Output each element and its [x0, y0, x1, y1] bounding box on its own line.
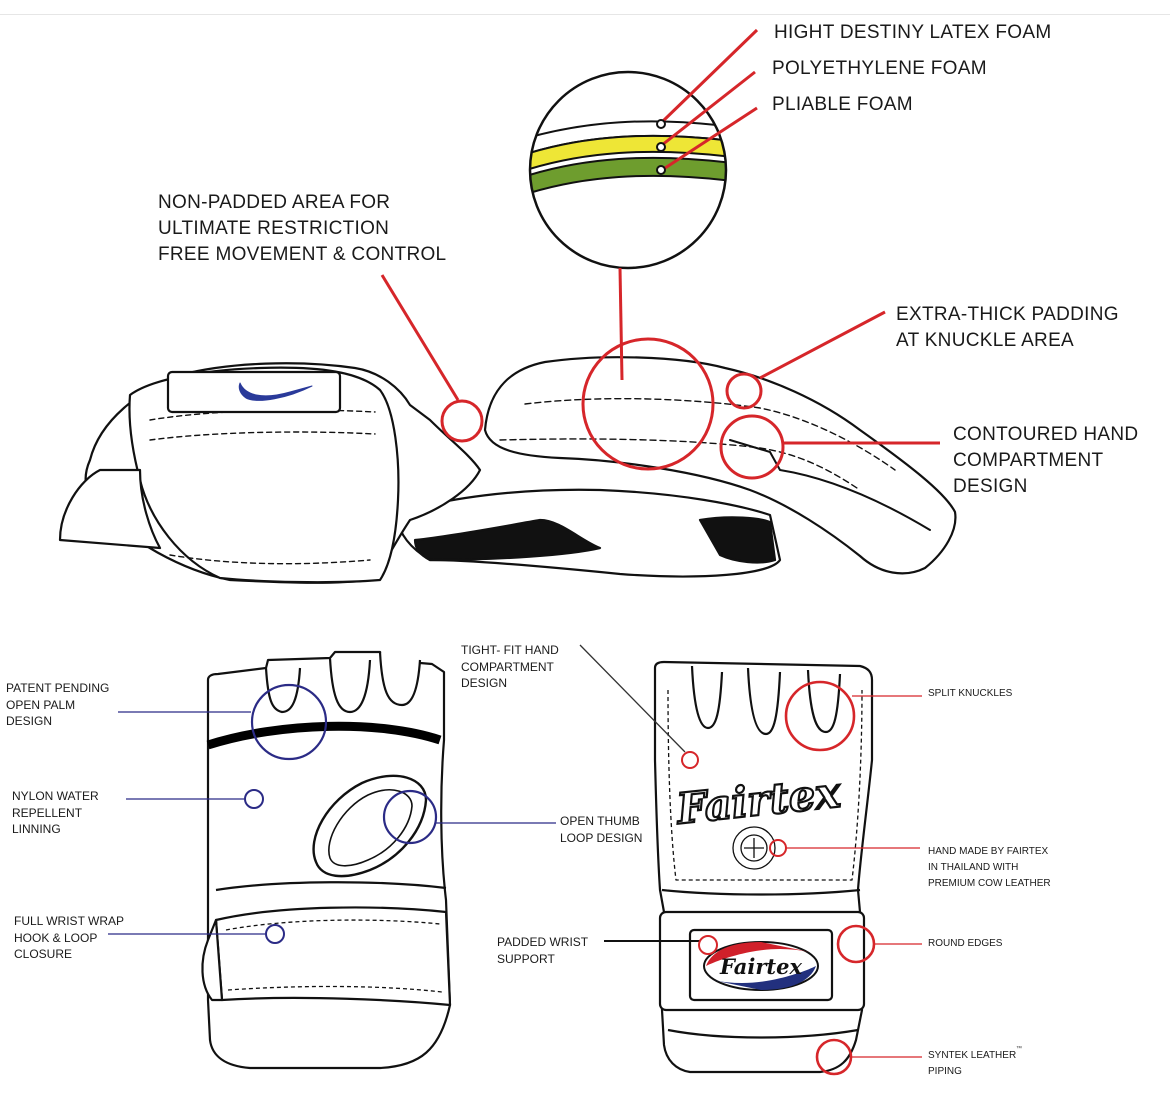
side-knuckle-pad [483, 356, 957, 575]
foam-layer-polyethylene [530, 134, 726, 174]
fairtex-badge-text: Fairtex [719, 954, 802, 979]
back-finger-slot-2 [746, 667, 782, 736]
side-view-glove [58, 356, 957, 584]
foam-cross-section [528, 70, 728, 381]
palm-wrist-seam [215, 881, 447, 892]
label-syntek-piping: SYNTEK LEATHER PIPING [928, 1050, 1017, 1077]
fairtex-badge-logo: Fairtex [703, 941, 819, 991]
label-nylon-lining: NYLON WATER REPELLENT LINNING [12, 789, 99, 836]
back-hand-made-seal [732, 826, 776, 870]
label-extra-thick-padding: EXTRA-THICK PADDING AT KNUCKLE AREA [896, 304, 1119, 351]
side-strap-stitch-3 [169, 554, 371, 565]
side-brand-swoosh [238, 382, 313, 401]
label-split-knuckles: SPLIT KNUCKLES [928, 688, 1013, 699]
label-padded-wrist: PADDED WRIST SUPPORT [497, 935, 589, 966]
back-finger-slot-1 [690, 665, 724, 730]
trademark-symbol: ™ [1016, 1046, 1022, 1052]
palm-thumb-loop-inner [328, 789, 413, 867]
label-thumb-loop: OPEN THUMB LOOP DESIGN [560, 814, 643, 845]
palm-wrist-strap-stitch-2 [227, 985, 443, 993]
side-cuff-tail [58, 468, 162, 550]
foam-circle-outline [528, 70, 728, 270]
side-contour-line [729, 439, 931, 531]
palm-band [206, 721, 442, 750]
foam-circle-stem [618, 267, 624, 381]
side-callout-lines [380, 274, 940, 480]
top-rule [0, 14, 1170, 15]
back-finger-slot-3 [806, 669, 842, 734]
palm-thumb-loop [312, 774, 428, 878]
back-view-glove [653, 660, 874, 1074]
foam-layer-pliable [530, 156, 726, 198]
back-wrist-seam [661, 888, 861, 896]
palm-wrist-wrap [214, 906, 452, 1007]
palm-wrist-strap-stitch [225, 919, 441, 931]
label-non-padded-area: NON-PADDED AREA FOR ULTIMATE RESTRICTION… [158, 192, 447, 265]
palm-finger-3 [378, 651, 422, 707]
side-hand-stitch [499, 438, 861, 491]
label-hand-made: HAND MADE BY FAIRTEX IN THAILAND WITH PR… [928, 846, 1051, 889]
palm-wrist-side-loop [201, 918, 224, 1002]
back-callout-lines [579, 644, 922, 1076]
label-round-edges: ROUND EDGES [928, 938, 1003, 949]
side-palm-opening [413, 518, 602, 562]
palm-callout-lines [108, 683, 556, 944]
side-thumb-opening [698, 516, 777, 564]
label-tight-fit: TIGHT- FIT HAND COMPARTMENT DESIGN [461, 643, 559, 690]
foam-callout-dots [656, 119, 666, 175]
back-stitch-border [667, 689, 863, 881]
label-wrist-wrap: FULL WRIST WRAP HOOK & LOOP CLOSURE [14, 914, 125, 961]
label-contoured-hand: CONTOURED HAND COMPARTMENT DESIGN [953, 424, 1139, 497]
foam-callout-lines [660, 28, 759, 172]
label-open-palm: PATENT PENDING OPEN PALM DESIGN [6, 681, 110, 728]
palm-view-glove [201, 650, 452, 1070]
label-latex-foam: HIGHT DESTINY LATEX FOAM [774, 22, 1052, 43]
back-lower-band [667, 1028, 859, 1039]
side-strap-tab [166, 370, 342, 414]
label-pliable-foam: PLIABLE FOAM [772, 94, 913, 115]
label-polyethylene-foam: POLYETHYLENE FOAM [772, 58, 987, 79]
side-cuff-strap [128, 366, 400, 584]
palm-finger-2 [328, 657, 372, 714]
